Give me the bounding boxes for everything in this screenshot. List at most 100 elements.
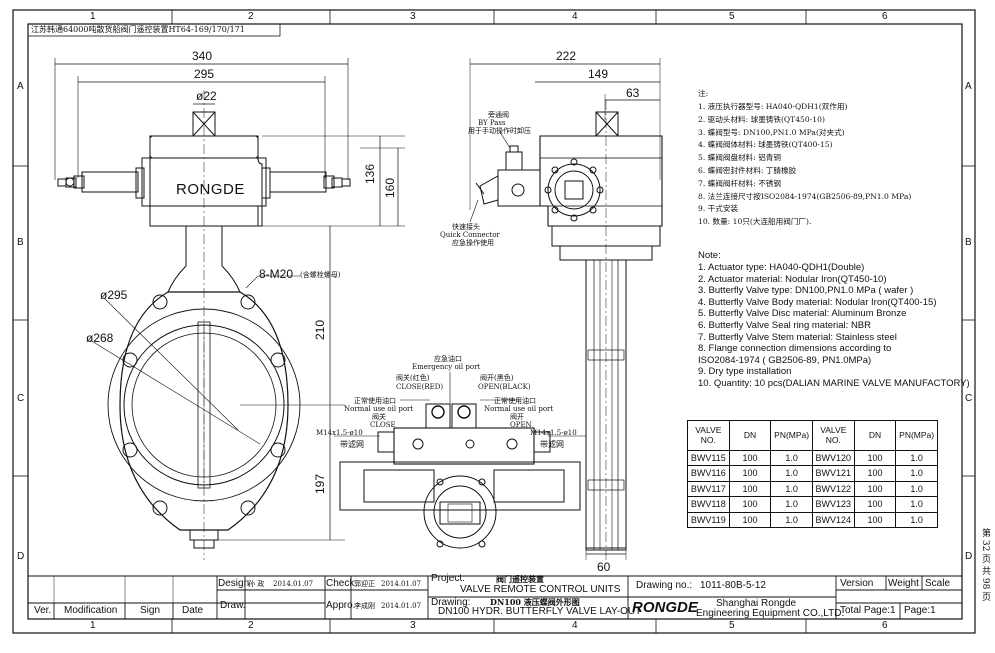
table-cell: 1.0 <box>895 465 938 482</box>
dim-overall-width: 340 <box>192 49 213 63</box>
table-header: VALVE NO. <box>811 420 855 451</box>
note-cn-item: 2. 驱动头材料: 球墨铸铁(QT450-10) <box>698 114 825 124</box>
top-title: 江苏韩通64000吨散货船阀门遥控装置HT64-169/170/171 <box>31 25 245 34</box>
brand-label: RONGDE <box>176 181 245 198</box>
table-header: PN(MPa) <box>895 420 938 451</box>
table-cell: BWV121 <box>811 465 855 482</box>
close-red-en: CLOSE(RED) <box>396 383 444 391</box>
table-cell: 100 <box>728 495 772 513</box>
table-cell: 1.0 <box>895 480 938 498</box>
col-number: 2 <box>248 620 254 631</box>
normal-left-close-en: CLOSE <box>370 421 396 429</box>
table-cell: 1.0 <box>770 480 813 498</box>
open-black-en: OPEN(BLACK) <box>478 383 531 391</box>
bypass-label-cn: 旁通阀 <box>488 111 509 119</box>
tb-scale-label: Scale <box>925 578 951 589</box>
table-cell: BWV123 <box>811 495 855 513</box>
dim-side-width3: 63 <box>626 86 640 100</box>
note-en-item: 9. Dry type installation <box>698 366 792 378</box>
grid-ticks <box>13 10 975 633</box>
note-en-item: 5. Butterfly Valve Disc material: Alumin… <box>698 308 907 320</box>
notes-en-list: 1. Actuator type: HA040-QDH1(Double) 2. … <box>698 262 970 390</box>
table-cell: 100 <box>728 480 772 498</box>
notes-cn-list: 1. 液压执行器型号: HA040-QDH1(双作用) 2. 驱动头材料: 球墨… <box>698 101 911 229</box>
normal-port-right-cn: 正常使用油口 <box>494 397 536 405</box>
table-cell: 100 <box>728 449 772 467</box>
bypass-use: 用于手动操作时卸压 <box>468 127 531 135</box>
normal-right-open-en: OPEN <box>510 421 532 429</box>
tb-company-1: Shanghai Rongde <box>716 598 797 609</box>
filter-left: 带滤网 <box>340 440 364 449</box>
note-en-item: 1. Actuator type: HA040-QDH1(Double) <box>698 262 865 273</box>
filter-right: 带滤网 <box>540 440 564 449</box>
notes-cn-heading: 注: <box>698 89 709 98</box>
table-cell: BWV117 <box>687 480 730 498</box>
bypass-label-en: BY Pass <box>478 119 506 127</box>
tb-appro-date: 2014.01.07 <box>381 602 422 610</box>
row-letter: B <box>17 237 24 248</box>
row-letter: C <box>965 393 973 404</box>
tb-project-cn: 阀门遥控装置 <box>496 574 544 584</box>
table-cell: 100 <box>853 449 897 467</box>
table-cell: BWV119 <box>687 511 730 528</box>
tb-appro-label: Appro. <box>326 600 356 611</box>
table-cell: BWV120 <box>811 449 855 467</box>
col-number: 6 <box>882 620 888 631</box>
table-cell: 1.0 <box>770 449 813 467</box>
dim-outer-dia: ø295 <box>100 288 128 302</box>
quick-label-cn: 快速接头 <box>452 223 480 231</box>
note-en-item: 2. Actuator material: Nodular Iron(QT450… <box>698 273 887 285</box>
tb-date: Date <box>182 605 204 616</box>
top-title-box <box>27 23 281 37</box>
tb-check-date: 2014.01.07 <box>381 580 422 588</box>
tb-project-label: Project: <box>431 573 465 584</box>
thread-left: M14x1.5-ø10 <box>316 429 363 437</box>
note-cn-item: 1. 液压执行器型号: HA040-QDH1(双作用) <box>698 102 848 111</box>
normal-port-right-en: Normal use oil port <box>484 405 554 413</box>
tb-check-name: 郭迎正 <box>354 580 375 588</box>
inner-frame <box>27 23 963 620</box>
tb-total-page: Total Page:1 <box>840 605 896 616</box>
tb-logo: RONGDE <box>632 599 698 616</box>
tb-appro-name: 李成刚 <box>354 602 375 610</box>
table-cell: 100 <box>728 465 772 482</box>
dim-actuator-height: 136 <box>363 163 377 184</box>
open-black-cn: 阀开(黑色) <box>480 374 514 382</box>
table-header: DN <box>728 420 772 451</box>
table-cell: 100 <box>853 465 897 482</box>
dim-body-upper: 210 <box>313 319 327 340</box>
normal-port-left-cn: 正常使用油口 <box>354 397 396 405</box>
row-letter: D <box>17 551 25 562</box>
front-view <box>54 58 405 560</box>
row-letter: A <box>965 81 972 92</box>
tb-drawing-no-label: Drawing no.: <box>636 580 693 591</box>
note-en-item: 7. Butterfly Valve Stem material: Stainl… <box>698 331 897 343</box>
tb-drawing-label: Drawing: <box>431 597 471 608</box>
note-en-item: 10. Quantity: 10 pcs(DALIAN MARINE VALVE… <box>698 377 970 389</box>
note-cn-item: 10. 数量: 10只(大连船用阀门厂). <box>698 217 812 227</box>
tb-company-2: Engineering Equipment CO.,LTD. <box>696 608 845 619</box>
table-cell: 100 <box>853 511 897 528</box>
tb-weight-label: Weight <box>888 578 919 589</box>
col-number: 1 <box>90 620 96 631</box>
tb-drawing-no: 1011-80B-5-12 <box>700 580 766 591</box>
table-header-row: VALVE NO. DN PN(MPa) VALVE NO. DN PN(MPa… <box>687 420 938 451</box>
col-number: 4 <box>572 11 578 22</box>
tb-modification: Modification <box>64 605 118 616</box>
dim-body-lower: 197 <box>313 473 327 494</box>
table-cell: 100 <box>853 480 897 498</box>
table-cell: 1.0 <box>895 449 938 467</box>
tb-project-en: VALVE REMOTE CONTROL UNITS <box>460 584 621 595</box>
note-cn-item: 5. 蝶阀阀盘材料: 铝青铜 <box>698 153 781 163</box>
table-cell: BWV116 <box>687 465 730 482</box>
dim-shaft-dia: ø22 <box>196 89 217 103</box>
note-cn-item: 7. 蝶阀阀杆材料: 不锈钢 <box>698 178 781 188</box>
row-letter: B <box>965 237 972 248</box>
side-view <box>469 58 663 560</box>
